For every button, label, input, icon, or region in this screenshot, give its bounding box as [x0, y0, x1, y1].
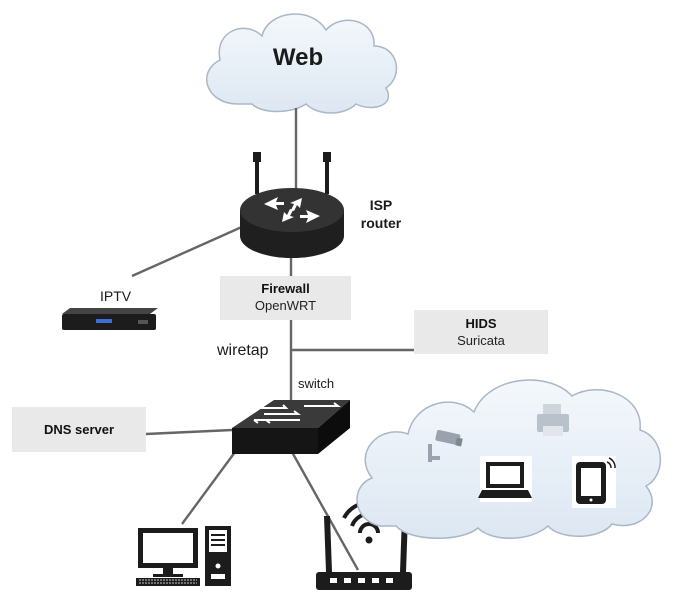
desktop-pc-icon — [136, 526, 231, 586]
web-label: Web — [272, 44, 324, 71]
firewall-title: Firewall — [261, 281, 310, 296]
isp-router-label-line1: ISP — [369, 197, 393, 213]
wiretap-label: wiretap — [217, 342, 269, 359]
dns-server-label: DNS server — [43, 422, 115, 437]
connection-lines — [131, 108, 414, 571]
iptv-label: IPTV — [100, 288, 132, 304]
hids-subtitle: Suricata — [457, 333, 505, 348]
hids-box: HIDS Suricata — [414, 310, 548, 354]
dns-server-box: DNS server — [12, 407, 146, 452]
switch-pc-link — [181, 447, 239, 525]
printer-icon — [537, 404, 569, 436]
isp-router-label: ISP router — [358, 196, 404, 232]
isp-router-label-line2: router — [360, 215, 402, 231]
security-camera-icon — [428, 429, 463, 462]
web-cloud — [206, 13, 398, 114]
tablet-icon — [572, 456, 616, 508]
network-switch-icon — [232, 400, 350, 454]
iptv-box-icon — [62, 308, 158, 330]
laptop-icon — [478, 456, 532, 502]
firewall-box: Firewall OpenWRT — [220, 276, 351, 320]
firewall-subtitle: OpenWRT — [254, 298, 317, 313]
router-iptv-link — [131, 224, 245, 278]
switch-label: switch — [298, 376, 335, 391]
wifi-access-point-icon — [316, 500, 412, 590]
switch-ap-link — [290, 451, 360, 571]
hids-title: HIDS — [465, 316, 497, 331]
dns-switch-link — [145, 428, 233, 436]
isp-router-icon — [240, 152, 344, 258]
